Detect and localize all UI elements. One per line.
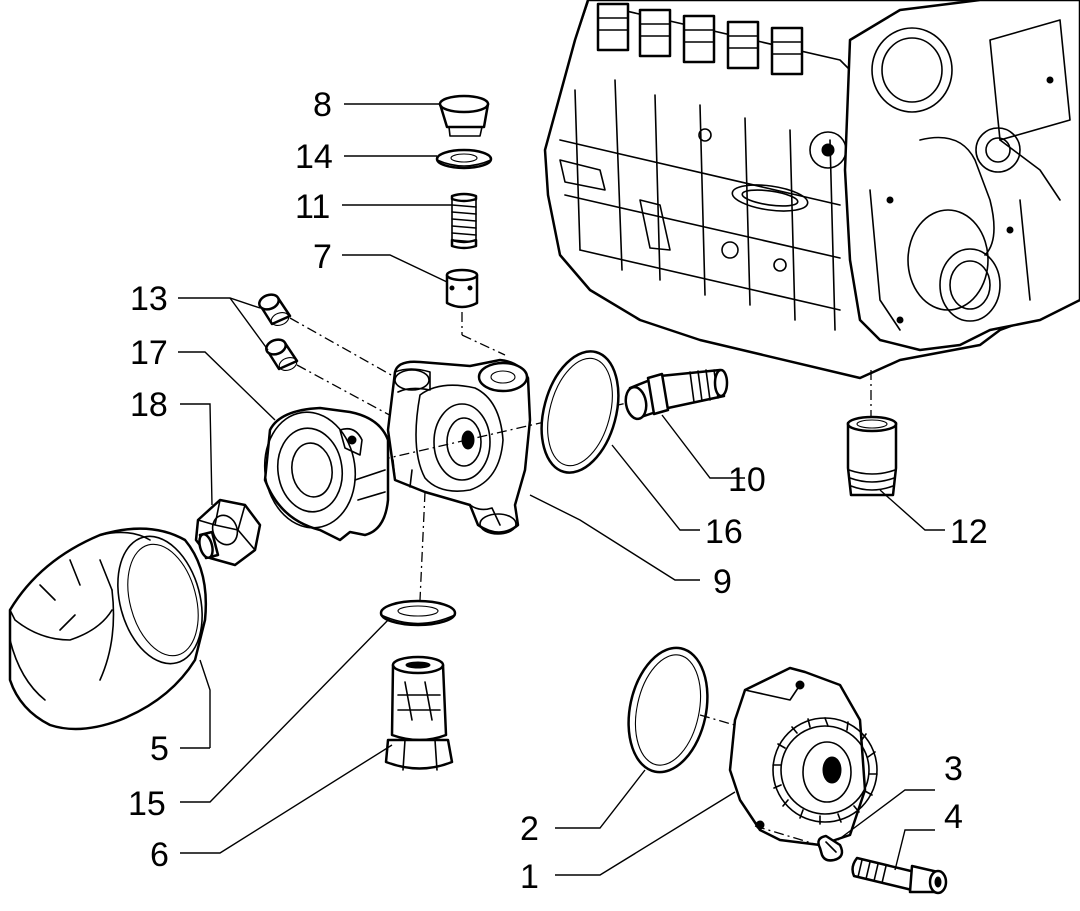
part-2-o-ring [627,646,709,774]
callout-4: 4 [944,798,963,836]
callout-3: 3 [944,750,963,788]
part-8-cap-plug [438,94,490,137]
callout-labels: 8 14 11 7 13 17 18 5 15 6 10 16 12 9 3 4… [128,86,988,896]
part-17-adapter-flange [263,406,390,542]
part-1-oil-pump [728,666,878,847]
part-10-threaded-union [624,368,729,421]
callout-12: 12 [950,513,988,551]
part-9-filter-housing [386,358,532,535]
callout-10: 10 [728,461,766,499]
callout-15: 15 [128,785,166,823]
engine-block [543,0,1080,380]
callout-11: 11 [295,188,330,226]
part-11-spring [450,192,478,250]
part-14-washer [435,148,493,170]
leader-lines [178,103,945,876]
callout-2: 2 [520,810,539,848]
part-7-valve-piston [445,268,479,309]
callout-17: 17 [130,334,168,372]
part-12-threaded-sleeve [846,415,898,497]
part-15-gasket [379,599,457,627]
callout-6: 6 [150,836,169,874]
callout-9: 9 [713,563,732,601]
part-18-nipple [194,498,262,567]
part-5-oil-filter [8,527,208,731]
part-6-relief-valve [384,655,454,771]
part-3-clip [817,834,844,862]
part-16-o-ring [540,350,620,474]
callout-5: 5 [150,730,169,768]
callout-8: 8 [313,86,332,124]
callout-18: 18 [130,386,168,424]
part-13-bushes [258,293,299,371]
part-4-screw [851,856,948,895]
callout-14: 14 [295,138,333,176]
callout-1: 1 [520,858,539,896]
callout-16: 16 [705,513,743,551]
callout-7: 7 [313,238,332,276]
callout-13: 13 [130,280,168,318]
